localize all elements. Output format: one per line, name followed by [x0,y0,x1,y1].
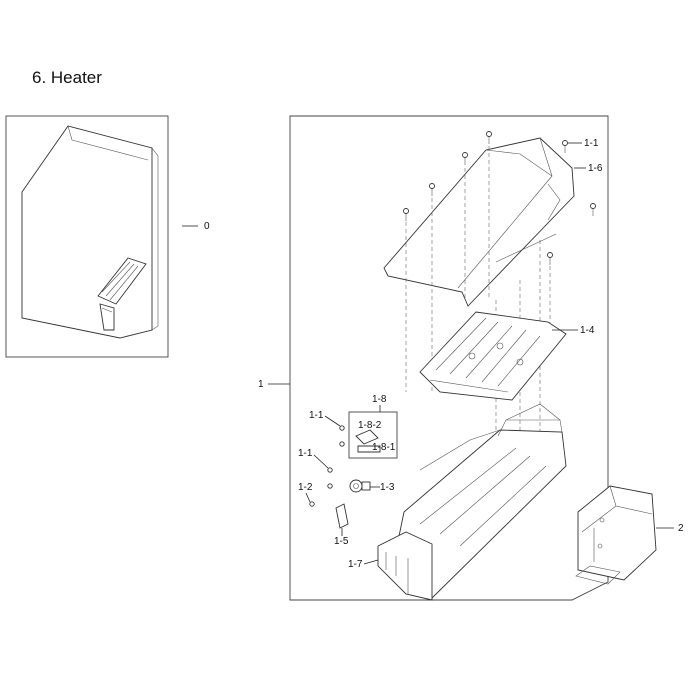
label-0: 0 [204,221,210,232]
label-1-4: 1-4 [580,325,595,336]
heater-element-plate [419,311,567,401]
dryer-cabinet-outline [21,125,159,339]
screw-1-1 [429,183,435,196]
screw-1-1 [462,152,468,165]
label-1-8-1: 1-8-1 [372,442,396,453]
heater-assembly-main: 1 [258,115,609,601]
label-1: 1 [258,379,264,390]
fuse-1-5 [335,503,349,529]
loose-screws [309,425,345,507]
screw-1-1 [547,252,553,265]
label-1-8: 1-8 [372,394,387,405]
screw-1-1 [486,131,492,144]
label-1-1: 1-1 [309,410,324,421]
dryer-overview-inset: 0 [5,115,210,358]
leader-1-2 [305,492,311,503]
assembly-frame [289,115,609,601]
section-title: 6. Heater [32,68,102,87]
label-2: 2 [678,523,684,534]
label-1-7: 1-7 [348,559,363,570]
thermostat-1-3 [349,479,371,493]
label-1-5: 1-5 [334,536,349,547]
screw-1-1 [403,208,409,221]
mounting-bracket-2: 2 [575,485,684,585]
bracket-assembly-1-8 [348,411,398,459]
label-1-1: 1-1 [298,448,313,459]
leader-1-1 [324,415,341,427]
label-1-2: 1-2 [298,482,313,493]
front-bracket [377,531,433,601]
leader-1-7 [363,559,379,565]
screw-1-1 [562,140,568,153]
heater-cover [383,137,575,307]
inset-frame [5,115,169,358]
screw-1-1 [590,203,596,216]
label-1-8-2: 1-8-2 [358,420,382,431]
leader-1-1 [313,454,329,469]
cover-screws [403,131,596,265]
label-1-1: 1-1 [584,138,599,149]
label-1-6: 1-6 [588,163,603,174]
inset-heater-assembly [97,257,147,331]
label-1-3: 1-3 [380,482,395,493]
